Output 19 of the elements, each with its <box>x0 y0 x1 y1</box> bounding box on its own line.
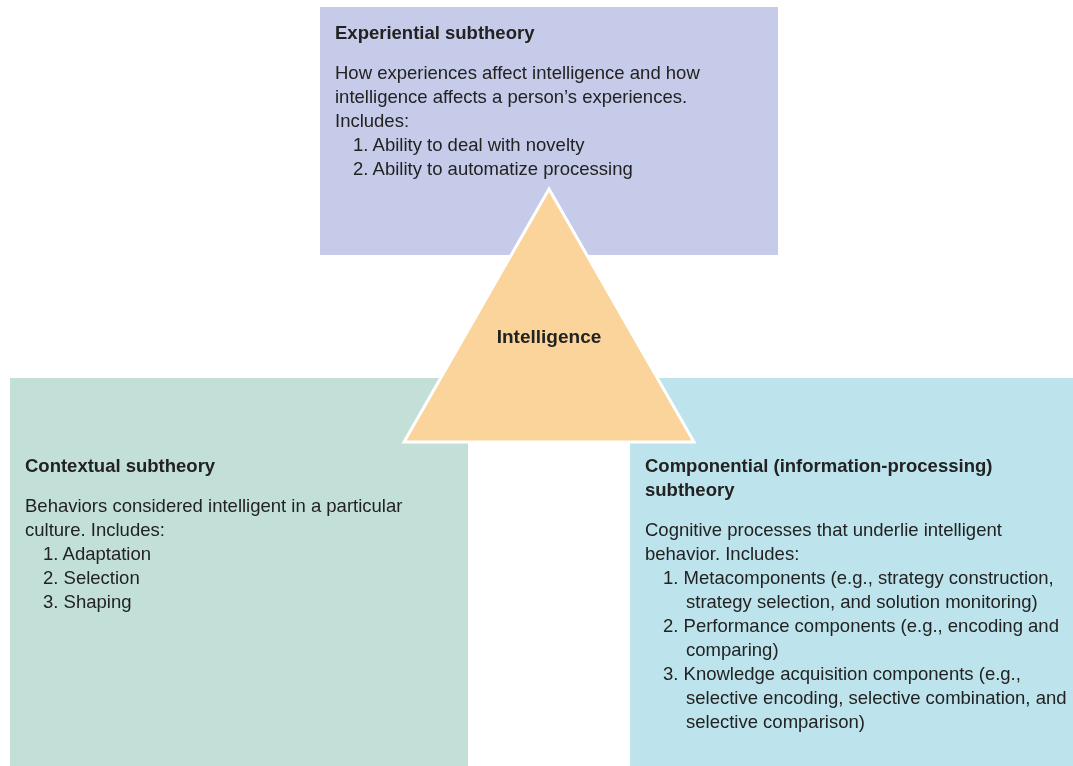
list-item: 2. Ability to automatize processing <box>352 157 634 181</box>
intelligence-triangle <box>401 186 697 445</box>
list-item: 3. Knowledge acquisition components (e.g., selective encoding, selective combination, and selective comparison) <box>662 662 1067 734</box>
list-item: 2. Selection <box>42 566 141 590</box>
box-description: Cognitive processes that underlie intelligent behavior. Includes: <box>645 518 1003 566</box>
componential-box <box>630 378 1073 766</box>
contextual-box <box>10 378 468 766</box>
list-item: 1. Metacomponents (e.g., strategy construction, strategy selection, and solution monitoring) <box>662 566 1055 614</box>
list-item: 1. Ability to deal with novelty <box>352 133 586 157</box>
experiential-box <box>320 7 778 255</box>
box-heading: Experiential subtheory <box>335 21 536 45</box>
box-description: Behaviors considered intelligent in a particular culture. Includes: <box>25 494 404 542</box>
box-heading: Componential (information-processing) subtheory <box>645 454 994 502</box>
box-heading: Contextual subtheory <box>25 454 217 478</box>
triangle-label: Intelligence <box>495 326 603 348</box>
list-item: 3. Shaping <box>42 590 133 614</box>
list-item: 1. Adaptation <box>42 542 152 566</box>
list-item: 2. Performance components (e.g., encoding and comparing) <box>662 614 1060 662</box>
box-description: How experiences affect intelligence and how intelligence affects a person’s experiences. Includes: <box>335 61 701 133</box>
